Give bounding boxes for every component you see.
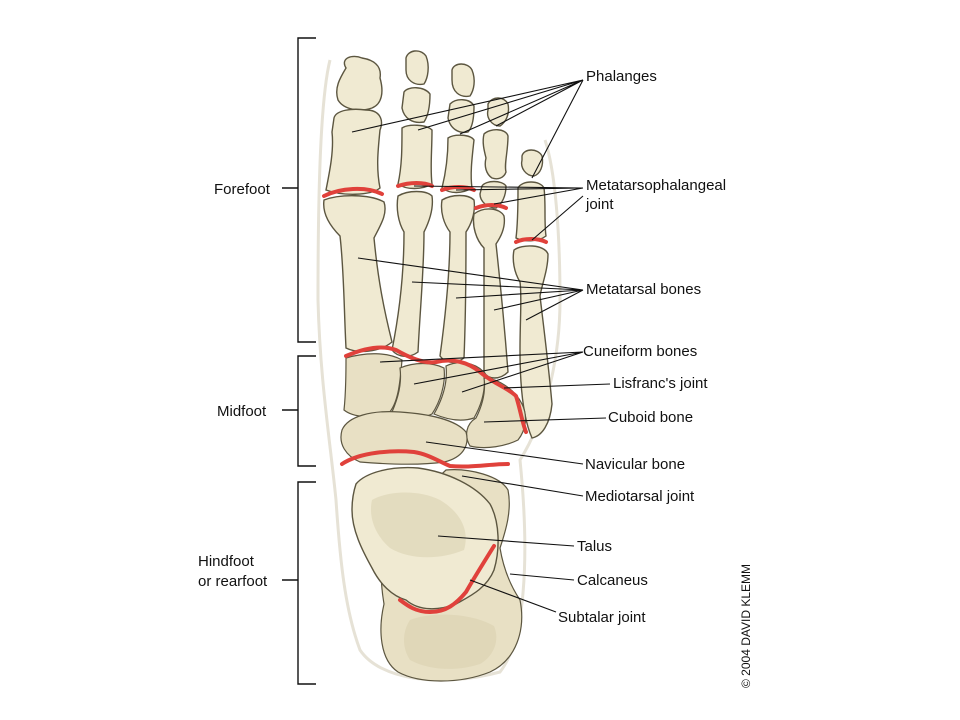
tarsal-bones (340, 353, 527, 465)
cuboid-bone-label: Cuboid bone (608, 409, 693, 426)
cuneiform-bones-label: Cuneiform bones (583, 343, 697, 360)
navicular-bone-label: Navicular bone (585, 456, 685, 473)
subtalar-joint-label: Subtalar joint (558, 609, 646, 626)
talus-label: Talus (577, 538, 612, 555)
hindfoot-bones (351, 466, 523, 682)
leader-lines (351, 79, 611, 613)
metatarsophalangeal-label: Metatarsophalangeal (586, 177, 726, 194)
metatarsophalangeal-joint-label: joint (585, 196, 614, 213)
phalanges-bones (325, 50, 547, 242)
hindfoot-label: Hindfoot (198, 553, 255, 570)
rearfoot-label: or rearfoot (198, 573, 268, 590)
joint-lines (322, 181, 548, 614)
copyright-credit: © 2004 DAVID KLEMM (739, 564, 753, 688)
phalanges-label: Phalanges (586, 68, 657, 85)
region-brackets (282, 37, 316, 685)
midfoot-bracket (282, 355, 316, 467)
foot-outline (316, 59, 562, 682)
metatarsal-bones (323, 190, 553, 439)
metatarsal-bones-label: Metatarsal bones (586, 281, 701, 298)
calcaneus-label: Calcaneus (577, 572, 648, 589)
hindfoot-bracket (282, 481, 316, 685)
forefoot-label: Forefoot (214, 181, 271, 198)
forefoot-bracket (282, 37, 316, 343)
lisfranc-joint-label: Lisfranc's joint (613, 375, 708, 392)
mediotarsal-joint-label: Mediotarsal joint (585, 488, 695, 505)
midfoot-label: Midfoot (217, 403, 267, 420)
